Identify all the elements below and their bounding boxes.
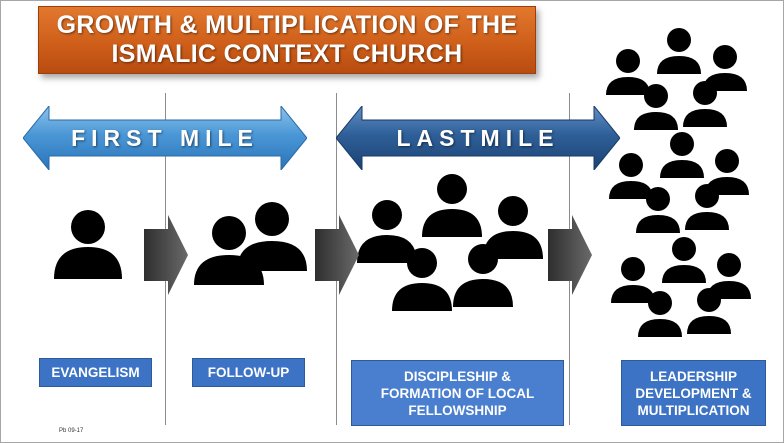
first-mile-label: FIRST MILE [71, 124, 259, 151]
last-mile-label: LASTMILE [396, 124, 560, 151]
person-icon [483, 196, 543, 259]
person-icon [392, 248, 452, 311]
person-icon [609, 153, 653, 199]
stage-label-leadership: LEADERSHIP DEVELOPMENT & MULTIPLICATION [621, 360, 766, 426]
person-icon [357, 200, 417, 263]
chevron-right-icon [144, 215, 188, 295]
person-icon [606, 49, 650, 95]
chevron-right-icon [548, 215, 592, 295]
person-icon [657, 28, 701, 74]
person-icon [237, 202, 307, 271]
person-icon [636, 187, 680, 233]
footer-code: Pb 09-17 [59, 428, 84, 434]
stage-label-evangelism: EVANGELISM [39, 358, 152, 387]
last-mile-arrow: LASTMILE [336, 106, 620, 170]
chevron-right-icon [315, 215, 359, 295]
person-icon [660, 132, 704, 178]
title-banner: GROWTH & MULTIPLICATION OF THE ISMALIC C… [38, 6, 536, 74]
person-icon [54, 210, 122, 279]
stage-label-follow-up: FOLLOW-UP [192, 358, 305, 387]
person-icon [662, 237, 706, 283]
first-mile-arrow: FIRST MILE [23, 106, 307, 170]
person-icon [634, 84, 678, 130]
person-icon [611, 257, 655, 303]
person-icon [687, 288, 731, 334]
diagram-title: GROWTH & MULTIPLICATION OF THE ISMALIC C… [56, 11, 518, 68]
stage-label-discipleship: DISCIPLESHIP & FORMATION OF LOCAL FELLOW… [351, 360, 564, 426]
person-icon [453, 244, 513, 307]
person-icon [685, 184, 729, 230]
person-icon [638, 291, 682, 337]
person-icon [422, 174, 482, 237]
person-icon [683, 81, 727, 127]
